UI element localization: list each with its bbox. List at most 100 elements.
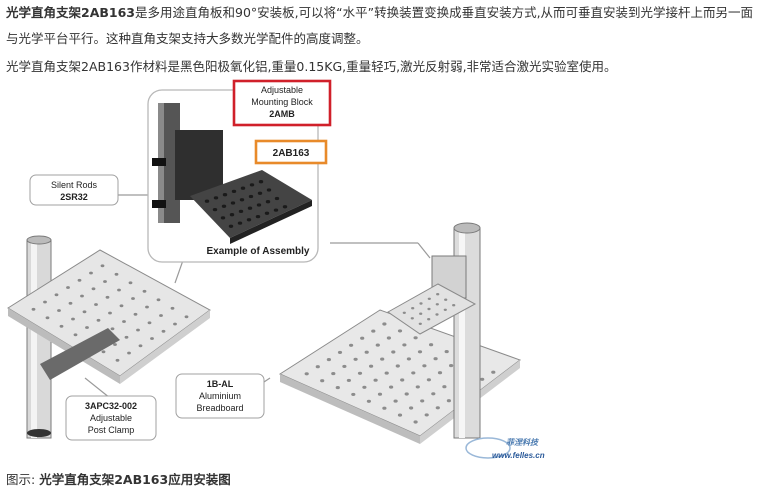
mounting-hole <box>101 264 105 267</box>
mounting-hole <box>436 303 439 305</box>
intro-text-line1: 是多用途直角板和90°安装板,可以将“水平”转换装置变换成垂直安装方式,从而可垂… <box>135 5 753 20</box>
mounting-hole <box>283 205 287 208</box>
mounting-hole <box>376 344 380 347</box>
mounting-hole <box>159 314 163 317</box>
mounting-hole <box>134 313 138 316</box>
mounting-hole <box>320 379 324 382</box>
mounting-hole <box>369 365 373 368</box>
mounting-hole <box>351 393 355 396</box>
mounting-hole <box>419 313 422 315</box>
mounting-hole <box>347 379 351 382</box>
mounting-hole <box>391 350 395 353</box>
mounting-hole <box>97 319 101 322</box>
mounting-hole <box>371 330 375 333</box>
mounting-hole <box>274 208 278 211</box>
silent-rods-label-1: Silent Rods <box>51 180 98 190</box>
post-clamp-label-1: 3APC32-002 <box>85 401 137 411</box>
mounting-hole <box>265 212 269 215</box>
mounting-hole <box>431 392 435 395</box>
mounting-hole <box>69 302 73 305</box>
mounting-block-label-2: Mounting Block <box>251 97 313 107</box>
mounting-hole <box>256 215 260 218</box>
mounting-hole <box>89 272 93 275</box>
mounting-hole <box>385 372 389 375</box>
mounting-hole <box>378 393 382 396</box>
mounting-hole <box>394 400 398 403</box>
silent-rods-label-2: 2SR32 <box>60 192 88 202</box>
mounting-hole <box>150 337 154 340</box>
mounting-hole <box>360 337 364 340</box>
mounting-hole <box>78 279 82 282</box>
mounting-hole <box>230 213 234 216</box>
mounting-hole <box>365 351 369 354</box>
mounting-hole <box>173 323 177 326</box>
mounting-hole <box>442 385 446 388</box>
assembly-figure: Adjustable Mounting Block 2AMB 2AB163 Si… <box>0 78 779 468</box>
mounting-hole <box>403 312 406 314</box>
mounting-hole <box>231 201 235 204</box>
mounting-hole <box>396 364 400 367</box>
material-paragraph: 光学直角支架2AB163作材料是黑色阳极氧化铝,重量0.15KG,重量轻巧,激光… <box>6 58 617 76</box>
mounting-hole <box>247 218 251 221</box>
mounting-hole <box>407 357 411 360</box>
mounting-hole <box>250 183 254 186</box>
mounting-hole <box>249 195 253 198</box>
mounting-hole <box>382 407 386 410</box>
mounting-hole <box>57 309 61 312</box>
mounting-hole <box>43 301 47 304</box>
mounting-hole <box>74 333 78 336</box>
mounting-hole <box>422 364 426 367</box>
mounting-block-label-1: Adjustable <box>261 85 303 95</box>
intro-paragraph-line2: 与光学平台平行。这种直角支架支持大多数光学配件的高度调整。 <box>6 30 369 48</box>
mounting-hole <box>145 306 149 309</box>
mounting-hole <box>83 310 87 313</box>
mounting-hole <box>398 414 402 417</box>
mounting-hole <box>125 336 129 339</box>
caption-prefix: 图示: <box>6 472 35 487</box>
mounting-hole <box>419 302 422 304</box>
mounting-hole <box>429 343 433 346</box>
mounting-hole <box>380 358 384 361</box>
mounting-hole <box>349 344 353 347</box>
mounting-hole <box>157 298 161 301</box>
watermark-cn: 菲涅科技 <box>506 438 540 447</box>
mounting-hole <box>257 203 261 206</box>
mounting-hole <box>136 329 140 332</box>
mounting-hole <box>129 281 133 284</box>
mounting-hole <box>416 385 420 388</box>
mounting-hole <box>425 413 429 416</box>
mounting-hole <box>120 304 124 307</box>
mounting-hole <box>214 196 218 199</box>
mounting-hole <box>222 205 226 208</box>
mounting-hole <box>398 329 402 332</box>
mounting-hole <box>387 336 391 339</box>
mounting-hole <box>229 225 233 228</box>
mounting-hole <box>414 420 418 423</box>
mounting-hole <box>427 378 431 381</box>
mounting-hole <box>409 406 413 409</box>
right-breadboard <box>280 310 520 436</box>
mounting-hole <box>419 323 422 325</box>
mounting-hole <box>449 364 453 367</box>
mounting-hole <box>342 365 346 368</box>
post-clamp-label-3: Post Clamp <box>88 425 135 435</box>
mounting-hole <box>232 190 236 193</box>
mounting-hole <box>60 325 64 328</box>
mounting-hole <box>491 371 495 374</box>
caption-title: 光学直角支架2AB163应用安装图 <box>39 472 231 487</box>
mounting-hole <box>55 293 59 296</box>
mounting-hole <box>248 207 252 210</box>
mounting-hole <box>221 216 225 219</box>
mounting-hole <box>117 289 121 292</box>
mounting-hole <box>111 327 115 330</box>
mounting-hole <box>185 315 189 318</box>
mounting-hole <box>414 336 418 339</box>
mounting-hole <box>382 322 386 325</box>
mounting-hole <box>106 296 110 299</box>
mounting-hole <box>427 318 430 320</box>
mounting-hole <box>205 200 209 203</box>
mounting-hole <box>445 350 449 353</box>
mounting-hole <box>411 317 414 319</box>
mounting-hole <box>275 197 279 200</box>
post-clamp-label-2: Adjustable <box>90 413 132 423</box>
